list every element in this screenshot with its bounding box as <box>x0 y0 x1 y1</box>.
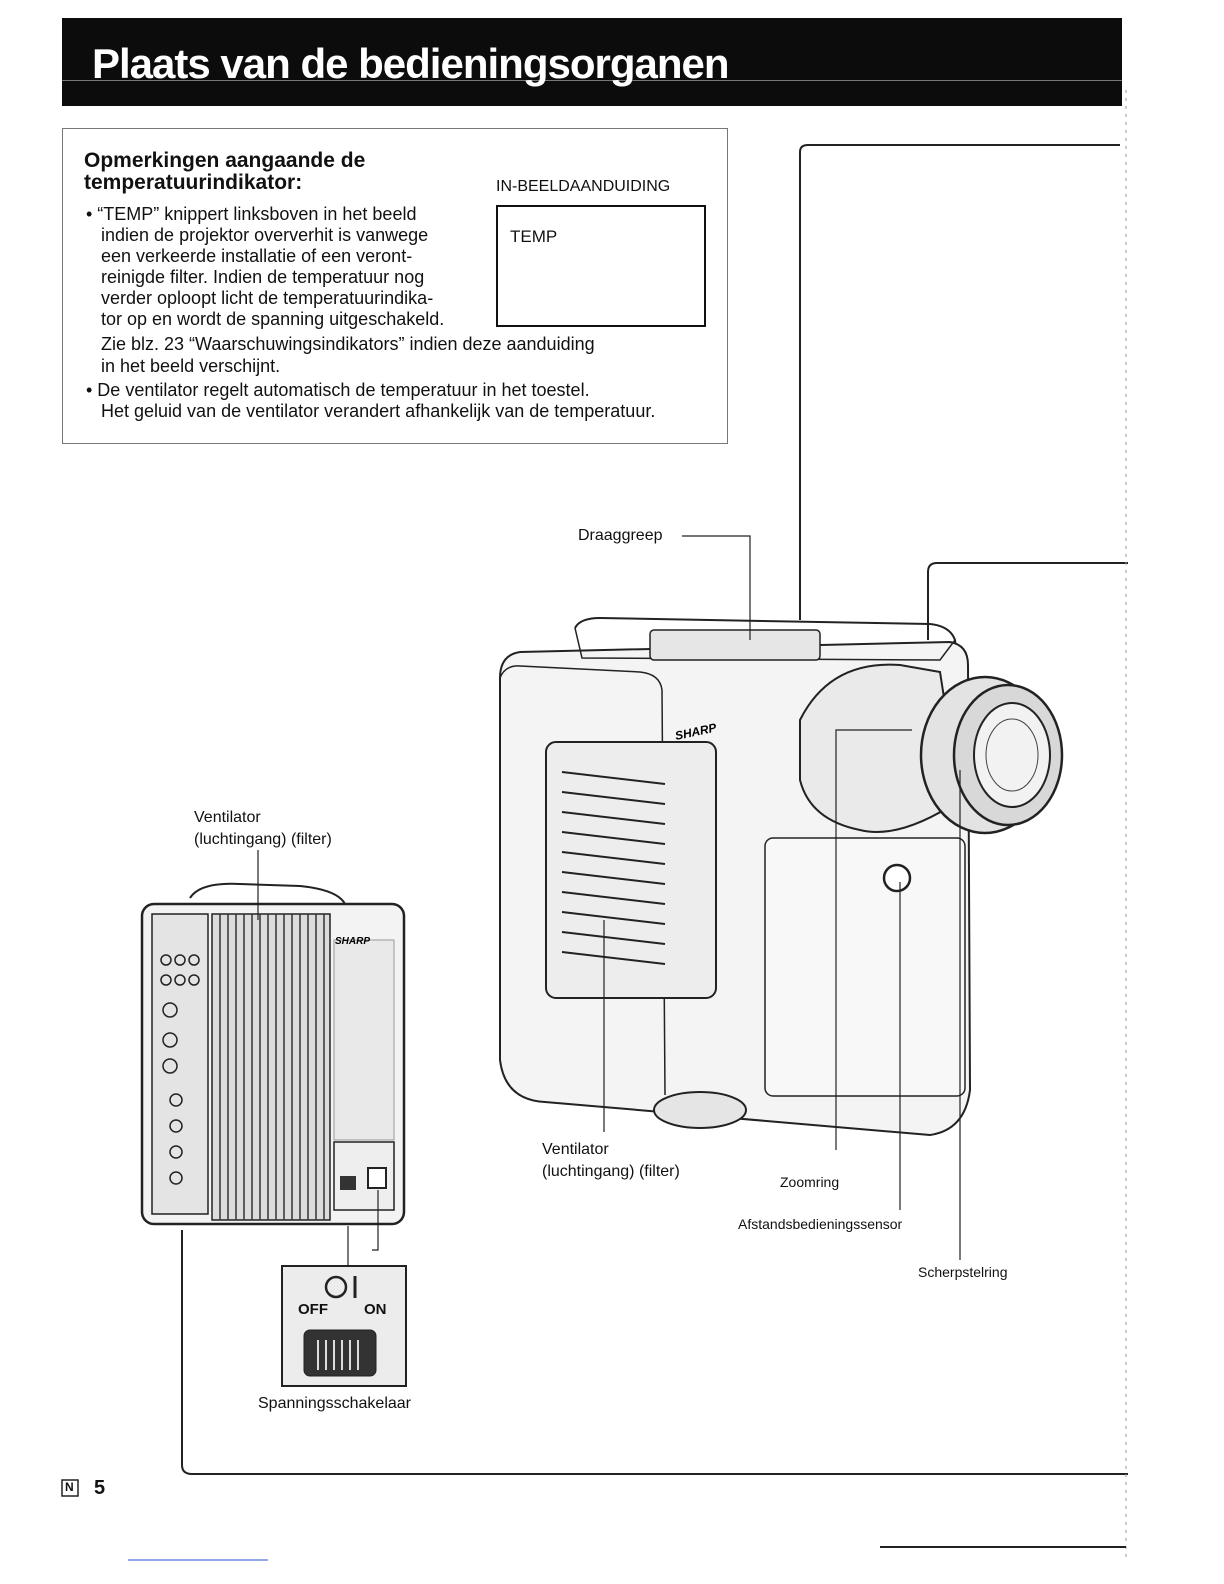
note-heading-line2: temperatuurindikator: <box>84 171 303 194</box>
note-bullet1-line4: reinigde filter. Indien de temperatuur n… <box>101 267 425 287</box>
label-scherpstelring: Scherpstelring <box>918 1264 1008 1280</box>
power-socket-icon <box>367 1167 387 1189</box>
rear-power-switch-icon <box>340 1176 356 1190</box>
title-bar: Plaats van de bedieningsorganen <box>62 18 1122 106</box>
page-title: Plaats van de bedieningsorganen <box>92 40 730 87</box>
connector-line-mid <box>927 562 1128 640</box>
remote-sensor-icon <box>882 863 912 893</box>
connector-line-bottom <box>181 1230 1128 1475</box>
switch-off-label: OFF <box>298 1301 328 1318</box>
label-afstandsbedieningssensor: Afstandsbedieningssensor <box>738 1216 903 1232</box>
label-ventilator-side-2: (luchtingang) (filter) <box>542 1163 680 1180</box>
lens-glass <box>973 702 1051 808</box>
lens-housing <box>799 663 962 833</box>
note-bullet2-line2: Het geluid van de ventilator verandert a… <box>101 401 656 421</box>
page-number: 5 <box>94 1477 106 1499</box>
label-ventilator-rear-1: Ventilator <box>194 809 261 826</box>
osd-preview-frame: TEMP <box>496 205 706 327</box>
language-badge-frame <box>61 1479 79 1497</box>
language-badge: N <box>65 1480 74 1494</box>
power-off-symbol <box>324 1275 348 1299</box>
osd-caption: IN-BEELDAANDUIDING <box>496 178 671 195</box>
carry-handle <box>649 629 821 661</box>
note-bullet1-line8: in het beeld verschijnt. <box>101 356 281 376</box>
note-bullet1-line1: • “TEMP” knippert linksboven in het beel… <box>86 204 417 224</box>
label-spanningsschakelaar: Spanningsschakelaar <box>258 1395 411 1412</box>
label-ventilator-side-1: Ventilator <box>542 1141 609 1158</box>
power-switch-rocker <box>303 1329 377 1377</box>
brand-logo-rear: SHARP <box>335 936 370 947</box>
note-bullet1-line2: indien de projektor oververhit is vanweg… <box>101 225 429 245</box>
leader-lines <box>257 535 961 1266</box>
title-rule <box>62 80 1122 81</box>
note-heading-line1: Opmerkingen aangaande de <box>84 149 366 172</box>
note-bullet2-line1: • De ventilator regelt automatisch de te… <box>86 380 590 400</box>
projector-front-view: SHARP <box>499 616 1064 1137</box>
note-bullet1-line6: tor op en wordt de spanning uitgeschakel… <box>101 309 445 329</box>
front-panel <box>764 837 966 1097</box>
rear-heatsink <box>211 913 331 1221</box>
label-zoomring: Zoomring <box>780 1174 840 1190</box>
note-bullet1-line7: Zie blz. 23 “Waarschuwingsindikators” in… <box>101 334 595 354</box>
osd-temp-text: TEMP <box>510 227 558 246</box>
label-draaggreep: Draaggreep <box>578 527 663 544</box>
side-vent-frame <box>545 741 717 999</box>
rear-jack-panel <box>151 913 209 1215</box>
note-bullet1-line3: een verkeerde installatie of een veront- <box>101 246 413 266</box>
note-bullet1-line5: verder oploopt licht de temperatuurindik… <box>101 288 434 308</box>
switch-on-label: ON <box>364 1301 387 1318</box>
projector-rear-view: SHARP <box>140 882 406 1226</box>
label-ventilator-rear-2: (luchtingang) (filter) <box>194 831 332 848</box>
foot <box>653 1091 747 1129</box>
connector-line-top <box>799 144 1120 620</box>
temperature-note-box <box>62 128 728 444</box>
